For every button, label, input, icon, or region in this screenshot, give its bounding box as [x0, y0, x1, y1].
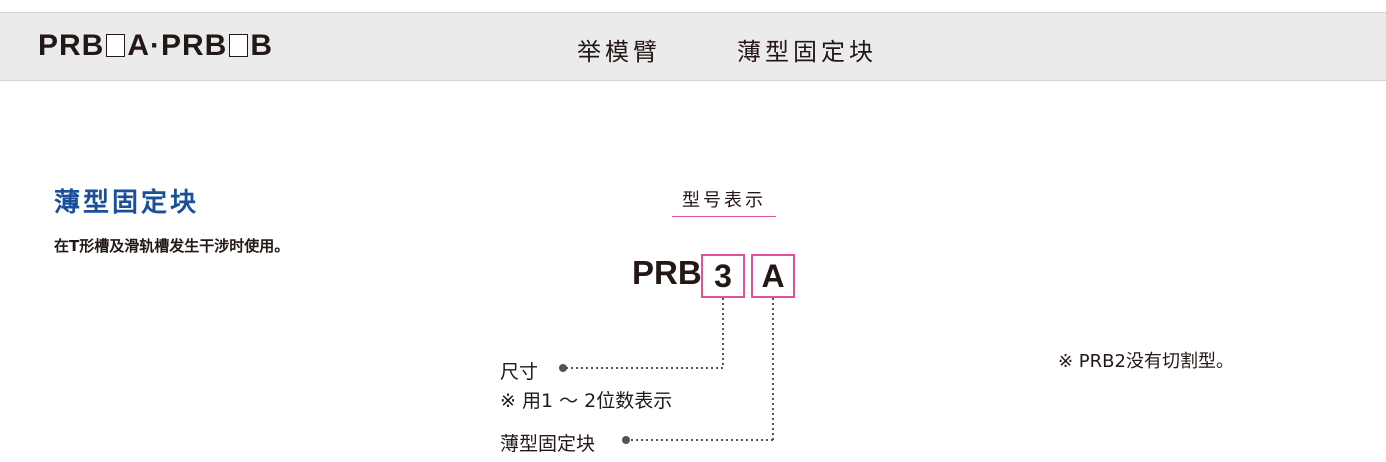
product-code-part2: A·PRB	[127, 29, 228, 62]
size-leader-dot	[559, 364, 567, 372]
size-note: ※ 用1 ～ 2位数表示	[500, 390, 673, 412]
type-label: 薄型固定块	[500, 433, 596, 455]
size-label: 尺寸	[500, 361, 539, 383]
product-code-part1: PRB	[38, 29, 105, 62]
model-designation-label: 型号表示	[672, 186, 776, 217]
placeholder-box	[229, 34, 249, 57]
type-slot: A	[751, 254, 795, 298]
subcategory-title: 薄型固定块	[737, 38, 877, 66]
footnote: ※ PRB2没有切割型。	[1058, 351, 1234, 372]
size-slot: 3	[701, 254, 745, 298]
type-leader-dot	[622, 436, 630, 444]
placeholder-box	[106, 34, 126, 57]
category-title: 举模臂	[577, 38, 661, 66]
product-code-part3: B	[250, 29, 274, 62]
section-title: 薄型固定块	[54, 188, 200, 218]
section-description: 在T形槽及滑轨槽发生干涉时使用。	[54, 237, 290, 255]
header-bar: PRB A·PRB B 举模臂 薄型固定块	[0, 12, 1386, 81]
product-code: PRB A·PRB B	[38, 29, 273, 63]
model-prefix: PRB	[632, 254, 702, 291]
